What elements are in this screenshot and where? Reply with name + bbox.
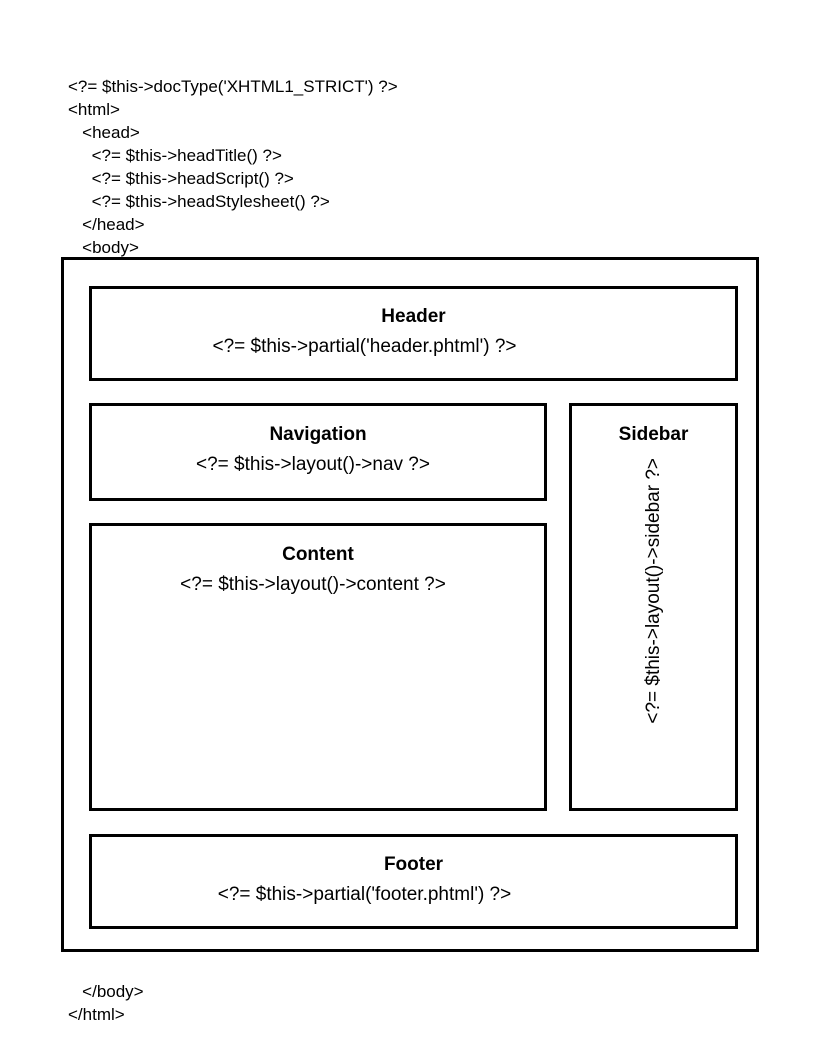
code-listing-top: <?= $this->docType('XHTML1_STRICT') ?> <… [68,77,398,257]
region-sidebar-code: <?= $this->layout()->sidebar ?> [643,458,664,724]
code-listing-bottom: </body> </html> [68,982,144,1024]
region-footer-code: <?= $this->partial('footer.phtml') ?> [217,884,512,905]
layout-frame: Header <?= $this->partial('header.phtml'… [61,257,759,952]
region-footer-title: Footer [383,854,444,875]
region-footer: Footer <?= $this->partial('footer.phtml'… [89,834,738,929]
region-header-code: <?= $this->partial('header.phtml') ?> [212,336,517,357]
region-content: Content <?= $this->layout()->content ?> [89,523,547,811]
region-sidebar: Sidebar <?= $this->layout()->sidebar ?> [569,403,738,811]
region-sidebar-code-wrap: <?= $this->layout()->sidebar ?> [572,458,735,802]
region-content-title: Content [282,544,354,565]
region-content-code: <?= $this->layout()->content ?> [180,574,446,595]
region-navigation-code: <?= $this->layout()->nav ?> [196,454,430,475]
region-header: Header <?= $this->partial('header.phtml'… [89,286,738,381]
region-navigation-title: Navigation [269,424,367,445]
region-sidebar-title: Sidebar [618,424,689,445]
region-navigation: Navigation <?= $this->layout()->nav ?> [89,403,547,501]
region-header-title: Header [381,306,446,327]
